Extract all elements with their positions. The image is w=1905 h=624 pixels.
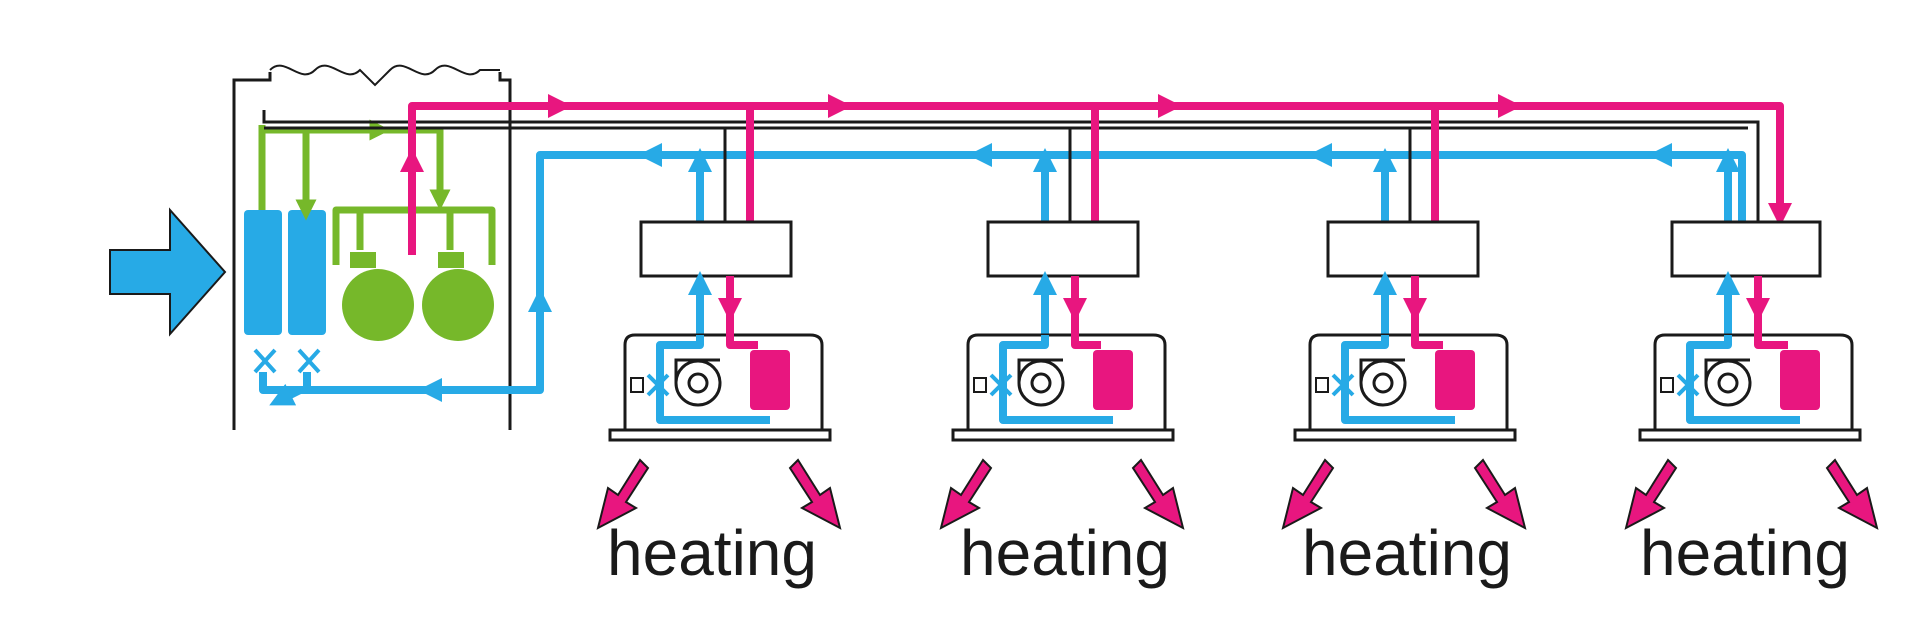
compressor-icon <box>342 252 414 341</box>
branch-box <box>639 220 793 278</box>
heater-coil <box>1093 350 1133 410</box>
outlet-arrow-icon <box>596 458 650 530</box>
indoor-unit-1: heating <box>596 106 842 589</box>
blower-icon <box>1704 358 1752 407</box>
coil-1 <box>244 210 282 335</box>
heating-label-4: heating <box>1640 517 1850 589</box>
outlet-arrow-icon <box>1825 458 1879 530</box>
branch-box <box>1326 220 1480 278</box>
inlet-arrow-icon <box>109 207 227 337</box>
heating-label-3: heating <box>1302 517 1512 589</box>
outlet-arrow-icon <box>1473 458 1527 530</box>
valve-icon <box>1676 373 1700 397</box>
fan-icon <box>269 64 500 87</box>
outlet-arrow-icon <box>1281 458 1335 530</box>
heating-label-2: heating <box>960 517 1170 589</box>
outlet-arrow-icon <box>788 458 842 530</box>
heater-coil <box>1435 350 1475 410</box>
valve-icon <box>646 373 670 397</box>
branch-box <box>986 220 1140 278</box>
valve-icon <box>989 373 1013 397</box>
indoor-unit-4: heating <box>1624 148 1879 589</box>
heating-label-1: heating <box>607 517 817 589</box>
indoor-unit-3: heating <box>1281 106 1527 589</box>
indoor-unit-2: heating <box>939 106 1185 589</box>
outlet-arrow-icon <box>1131 458 1185 530</box>
blower-icon <box>1017 358 1065 407</box>
valve-icon <box>1331 373 1355 397</box>
outdoor-unit <box>232 64 552 430</box>
outlet-arrow-icon <box>939 458 993 530</box>
branch-box <box>1670 220 1822 278</box>
blower-icon <box>1359 358 1407 407</box>
blower-icon <box>674 358 722 407</box>
heater-coil <box>750 350 790 410</box>
valve-icon <box>297 348 321 374</box>
heater-coil <box>1780 350 1820 410</box>
coil-2 <box>288 210 326 335</box>
outlet-arrow-icon <box>1624 458 1678 530</box>
compressor-icon <box>422 252 494 341</box>
valve-icon <box>253 348 277 374</box>
